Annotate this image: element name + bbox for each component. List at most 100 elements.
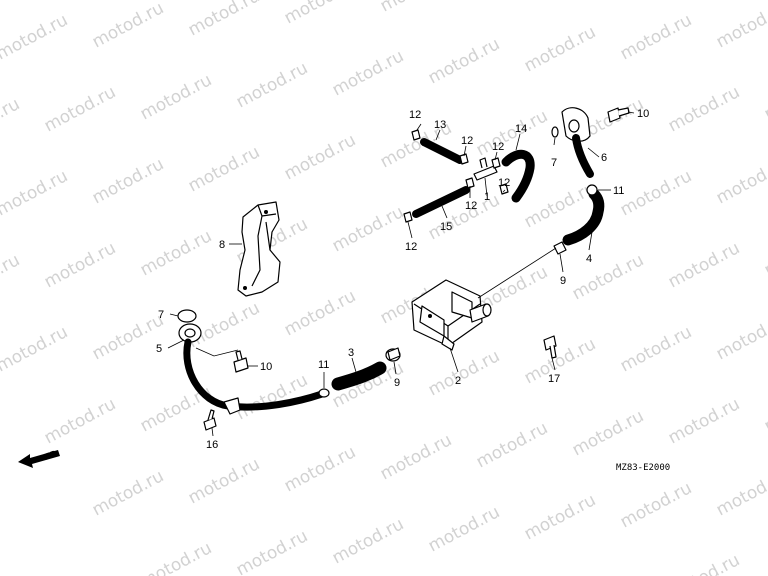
callout-10: 10 [260,361,272,373]
watermark-text: motod.ru [0,94,23,148]
watermark-text: motod.ru [761,382,768,436]
front-direction-arrow: FR. [18,448,60,468]
callout-11: 11 [318,359,329,371]
callout-5: 5 [156,343,162,355]
watermark-text: motod.ru [41,238,119,292]
part-5-pipe[interactable] [178,323,326,415]
watermark-text: motod.ru [89,466,167,520]
watermark-text: motod.ru [425,190,503,244]
watermark-text: motod.ru [713,0,768,52]
callout-9: 9 [394,377,400,389]
watermark-text: motod.ru [281,0,359,28]
watermark-text: motod.ru [329,202,407,256]
callout-7: 7 [158,309,164,321]
part-12-clips[interactable] [403,129,509,223]
callout-11: 11 [613,185,624,197]
callout-14: 14 [515,123,527,135]
watermark-text: motod.ru [665,82,743,136]
part-10-bolt-left[interactable] [233,350,249,373]
watermark-text: motod.ru [185,454,263,508]
part-15-tube[interactable] [412,186,470,218]
callout-12: 12 [498,177,510,189]
callout-17: 17 [548,373,560,385]
part-9-clamp-right[interactable] [553,241,567,255]
watermark-text: motod.ru [233,58,311,112]
callout-13: 13 [434,119,446,131]
part-1-joint[interactable] [473,157,498,181]
part-16-bolt[interactable] [203,409,217,431]
watermark-text: motod.ru [281,286,359,340]
leader-lines [167,111,635,437]
callout-4: 4 [586,253,592,265]
watermark-text: motod.ru [617,10,695,64]
callout-10: 10 [637,108,649,120]
watermark-text: motod.ru [329,46,407,100]
part-3-hose[interactable] [331,361,387,391]
part-2-fuel-pump[interactable] [411,279,492,351]
diagram-code: MZ83-E2000 [616,463,670,473]
watermark-text: motod.ru [41,82,119,136]
part-11-clip-left[interactable] [318,388,330,398]
part-13-tube[interactable] [420,138,464,164]
part-8-bracket[interactable] [237,201,281,297]
watermark-text: motod.ru [89,310,167,364]
watermark-text: motod.ru [521,490,599,544]
part-6-pipe[interactable] [561,107,594,178]
watermark-text: motod.ru [617,322,695,376]
watermark-text: motod.ru [569,406,647,460]
callout-6: 6 [601,152,607,164]
part-17-bolt[interactable] [543,335,557,359]
callout-12: 12 [465,200,477,212]
callout-15: 15 [440,221,452,233]
watermark-text: motod.ru [233,526,311,576]
callout-labels: 12 13 12 12 14 12 1 12 15 12 7 6 11 10 4… [156,108,649,451]
watermark-text: motod.ru [665,238,743,292]
watermark-text: motod.ru [185,142,263,196]
watermark-text: motod.ru [761,70,768,124]
watermark-text: motod.ru [0,10,71,64]
watermark-text: motod.ru [713,310,768,364]
watermark-text: motod.ru [281,130,359,184]
watermark-text: motod.ru [761,226,768,280]
callout-8: 8 [219,239,225,251]
watermark-text: motod.ru [41,394,119,448]
watermark-text: motod.ru [425,346,503,400]
callout-7: 7 [551,157,557,169]
callout-2: 2 [455,375,461,387]
watermark-text: motod.ru [377,430,455,484]
part-7-o-ring-left[interactable] [177,309,197,323]
part-9-clamp-left[interactable] [385,347,401,362]
watermark-text: motod.ru [521,22,599,76]
watermark-text: motod.ru [473,418,551,472]
leader-pump-to-hose [477,247,557,299]
watermark-text: motod.ru [377,0,455,16]
front-direction-label: FR. [43,448,60,462]
callout-12: 12 [461,135,473,147]
watermark-text: motod.ru [425,34,503,88]
callout-9: 9 [560,275,566,287]
callout-12: 12 [405,241,417,253]
watermark-text: motod.ru [425,502,503,556]
part-10-bolt-right[interactable] [607,107,630,123]
watermark-text: motod.ru [761,538,768,576]
part-7-o-ring-right[interactable] [551,126,559,138]
callout-16: 16 [206,439,218,451]
watermark-text: motod.ru [0,166,71,220]
watermark-text: motod.ru [617,478,695,532]
watermark-text: motod.ru [0,250,23,304]
watermark-text: motod.ru [329,514,407,568]
watermark-text: motod.ru [281,442,359,496]
part-4-hose[interactable] [562,188,605,246]
part-14-hose[interactable] [501,149,535,203]
callout-1: 1 [484,191,490,203]
watermark-text: motod.ru [137,538,215,576]
watermark-text: motod.ru [569,250,647,304]
callout-3: 3 [348,347,354,359]
watermark-text: motod.ru [137,70,215,124]
watermark-text: motod.ru [713,154,768,208]
watermark-text: motod.ru [185,0,263,40]
part-11-clip-right[interactable] [586,184,598,196]
watermark-text: motod.ru [665,550,743,576]
